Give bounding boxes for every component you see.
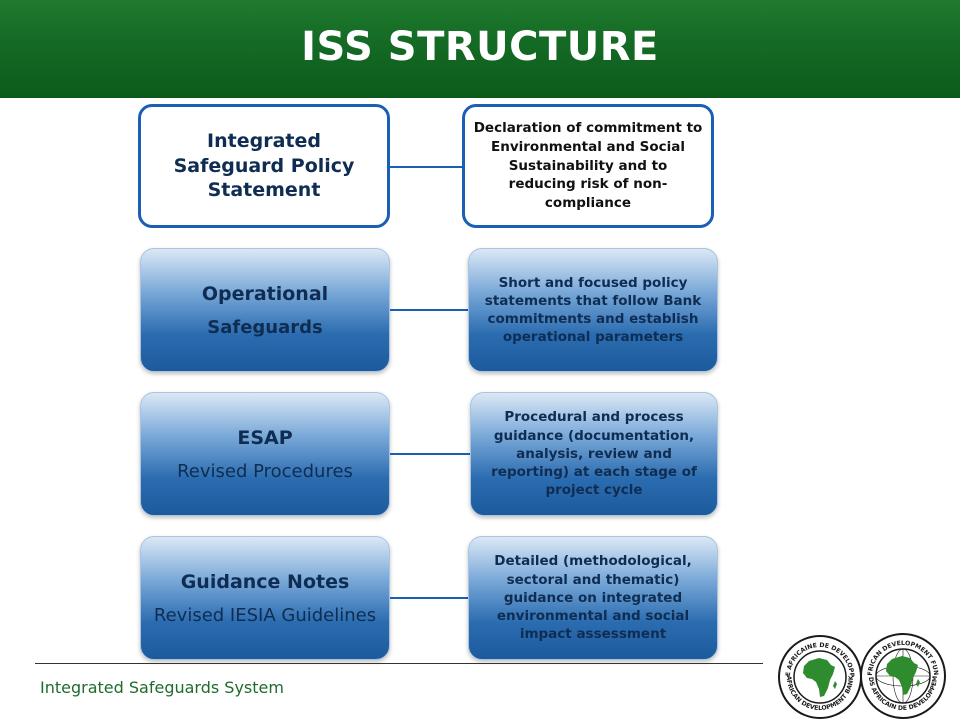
- footer-text: Integrated Safeguards System: [40, 678, 284, 697]
- afdb-bank-logo: BANQUE AFRICAINE DE DEVELOPPEMENT AFRICA…: [777, 634, 862, 719]
- policy-statement-box: Integrated Safeguard Policy Statement: [138, 104, 390, 228]
- policy-statement-title: Integrated Safeguard Policy Statement: [173, 129, 355, 202]
- operational-safeguards-description: Short and focused policy statements that…: [468, 248, 718, 372]
- policy-statement-description: Declaration of commitment to Environment…: [462, 104, 714, 228]
- guidance-notes-box: Guidance Notes Revised IESIA Guidelines: [140, 536, 390, 660]
- policy-statement-description-text: Declaration of commitment to Environment…: [473, 120, 703, 211]
- guidance-notes-title: Guidance Notes: [180, 570, 350, 593]
- operational-safeguards-box: Operational Safeguards: [140, 248, 390, 372]
- esap-subtitle: Revised Procedures: [177, 461, 353, 483]
- connector-line: [390, 597, 468, 599]
- header-bar: ISS STRUCTURE: [0, 0, 960, 98]
- operational-safeguards-subtitle: Safeguards: [207, 317, 323, 339]
- operational-safeguards-description-text: Short and focused policy statements that…: [484, 274, 702, 346]
- esap-description-text: Procedural and process guidance (documen…: [491, 409, 697, 499]
- esap-box: ESAP Revised Procedures: [140, 392, 390, 516]
- guidance-notes-description-text: Detailed (methodological, sectoral and t…: [494, 553, 692, 643]
- guidance-notes-subtitle: Revised IESIA Guidelines: [153, 605, 377, 627]
- operational-safeguards-title: Operational: [201, 282, 329, 305]
- esap-description: Procedural and process guidance (documen…: [470, 392, 718, 516]
- esap-title: ESAP: [237, 426, 293, 449]
- connector-line: [390, 309, 468, 311]
- connector-line: [390, 453, 470, 455]
- page-title: ISS STRUCTURE: [301, 24, 659, 70]
- guidance-notes-description: Detailed (methodological, sectoral and t…: [468, 536, 718, 660]
- footer-divider: [35, 663, 763, 664]
- connector-line: [390, 166, 462, 168]
